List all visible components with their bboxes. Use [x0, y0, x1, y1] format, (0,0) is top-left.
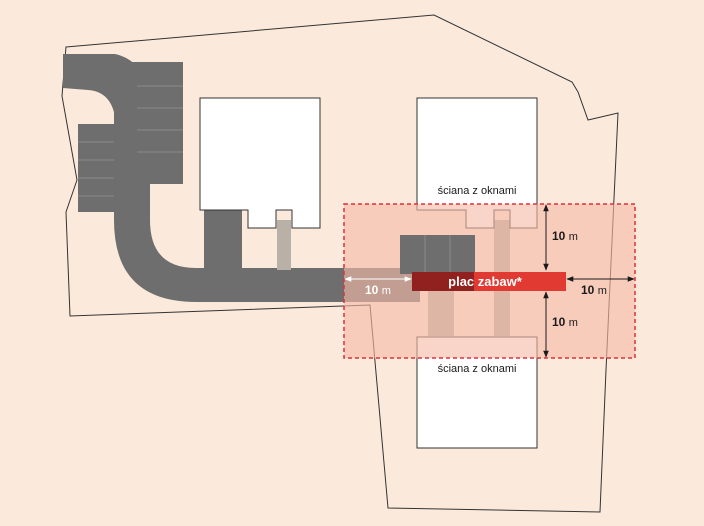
dimension-bottom: 10 m: [543, 291, 578, 358]
svg-text:10 m: 10 m: [552, 229, 578, 243]
dim-right-value: 10: [581, 283, 595, 297]
window-wall-label-top: ściana z oknami: [438, 185, 517, 197]
playground-label: plac zabaw*: [448, 274, 523, 289]
dim-right-unit: m: [598, 285, 607, 297]
svg-text:10 m: 10 m: [365, 283, 391, 297]
playground-overlap: [412, 272, 474, 291]
dimension-top: 10 m: [543, 204, 578, 271]
dim-top-unit: m: [569, 231, 578, 243]
dimension-left: 10 m: [344, 276, 412, 297]
svg-text:10 m: 10 m: [552, 315, 578, 329]
dim-left-unit: m: [382, 285, 391, 297]
dim-bottom-value: 10: [552, 315, 566, 329]
dim-top-value: 10: [552, 229, 566, 243]
window-wall-label-bottom: ściana z oknami: [438, 363, 517, 375]
footpath-left: [277, 220, 291, 270]
parking-lot: [63, 54, 183, 212]
building-left: [199, 97, 321, 229]
dimension-right: 10 m: [566, 276, 635, 297]
dim-left-value: 10: [365, 283, 379, 297]
plot-boundary: [61, 14, 619, 513]
playground: plac zabaw*: [412, 272, 566, 291]
parking-small: [400, 235, 475, 274]
svg-text:10 m: 10 m: [581, 283, 607, 297]
dim-bottom-unit: m: [569, 317, 578, 329]
